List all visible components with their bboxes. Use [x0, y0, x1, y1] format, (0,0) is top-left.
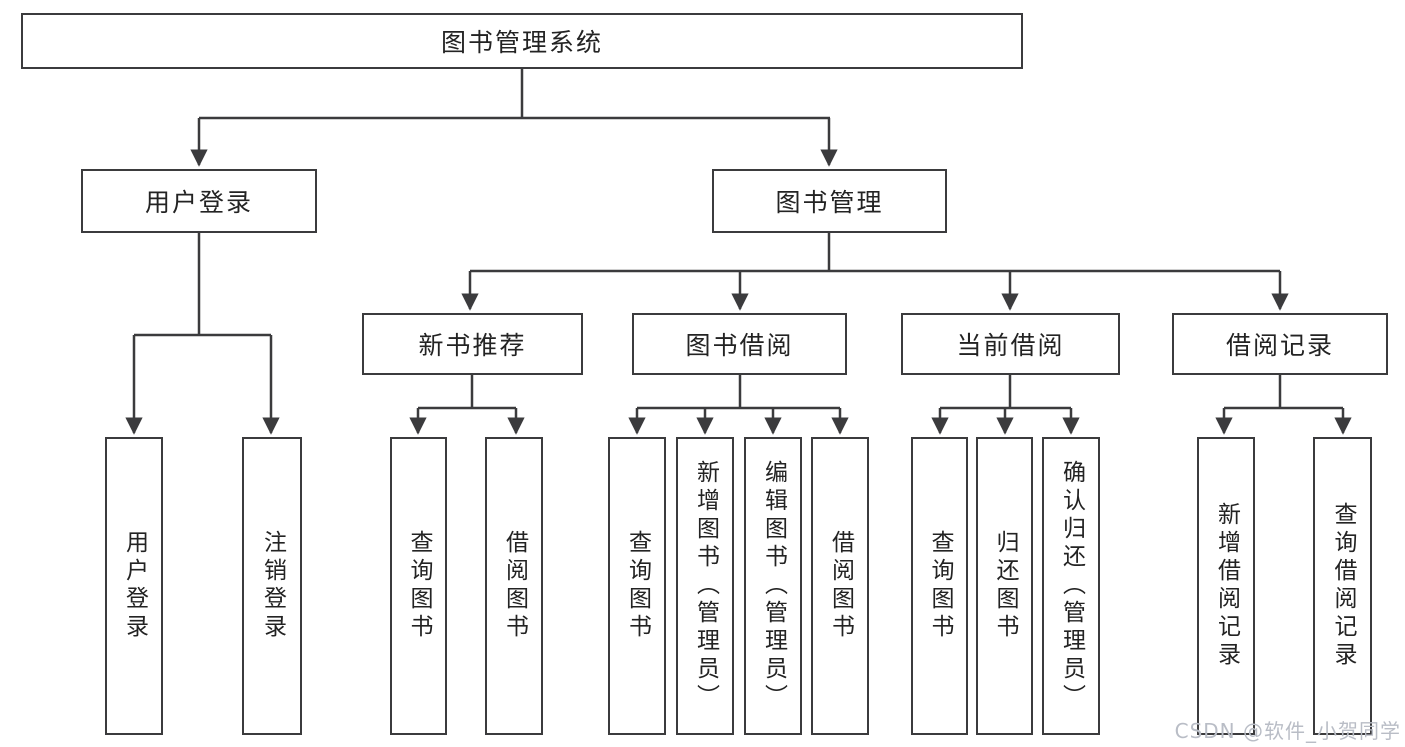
- leaf-add-borrow-record-label: 新增借阅记录: [1213, 502, 1240, 670]
- leaf-add-books-admin-label: 新增图书（管理员）: [692, 460, 719, 712]
- leaf-borrow-books: 借阅图书: [811, 437, 869, 735]
- node-book-management: 图书管理: [712, 169, 947, 233]
- leaf-confirm-return-admin: 确认归还（管理员）: [1042, 437, 1100, 735]
- leaf-query-books-recommend-label: 查询图书: [406, 530, 432, 642]
- leaf-return-books-label: 归还图书: [992, 530, 1018, 642]
- node-current-borrowing: 当前借阅: [901, 313, 1120, 375]
- leaf-query-books-borrow-label: 查询图书: [624, 530, 651, 642]
- leaf-query-books-recommend: 查询图书: [390, 437, 447, 735]
- leaf-user-login: 用户登录: [105, 437, 163, 735]
- leaf-return-books: 归还图书: [976, 437, 1033, 735]
- node-borrowing-records: 借阅记录: [1172, 313, 1388, 375]
- leaf-borrow-books-recommend-label: 借阅图书: [501, 530, 528, 642]
- leaf-borrow-books-recommend: 借阅图书: [485, 437, 543, 735]
- node-book-borrowing: 图书借阅: [632, 313, 847, 375]
- leaf-query-books-current: 查询图书: [911, 437, 968, 735]
- leaf-edit-books-admin: 编辑图书（管理员）: [744, 437, 802, 735]
- leaf-borrow-books-label: 借阅图书: [827, 530, 854, 642]
- leaf-edit-books-admin-label: 编辑图书（管理员）: [760, 460, 787, 712]
- leaf-confirm-return-admin-label: 确认归还（管理员）: [1058, 460, 1085, 712]
- csdn-watermark: CSDN @软件_小贺同学: [1174, 719, 1401, 743]
- leaf-query-borrow-record-label: 查询借阅记录: [1330, 502, 1356, 670]
- leaf-logout: 注销登录: [242, 437, 302, 735]
- node-new-book-recommendation: 新书推荐: [362, 313, 583, 375]
- leaf-add-books-admin: 新增图书（管理员）: [676, 437, 734, 735]
- node-user-login: 用户登录: [81, 169, 317, 233]
- leaf-query-books-current-label: 查询图书: [927, 530, 953, 642]
- leaf-add-borrow-record: 新增借阅记录: [1197, 437, 1255, 735]
- leaf-logout-label: 注销登录: [259, 530, 286, 642]
- leaf-query-borrow-record: 查询借阅记录: [1313, 437, 1372, 735]
- node-library-management-system: 图书管理系统: [21, 13, 1023, 69]
- leaf-user-login-label: 用户登录: [121, 530, 148, 642]
- leaf-query-books-borrow: 查询图书: [608, 437, 666, 735]
